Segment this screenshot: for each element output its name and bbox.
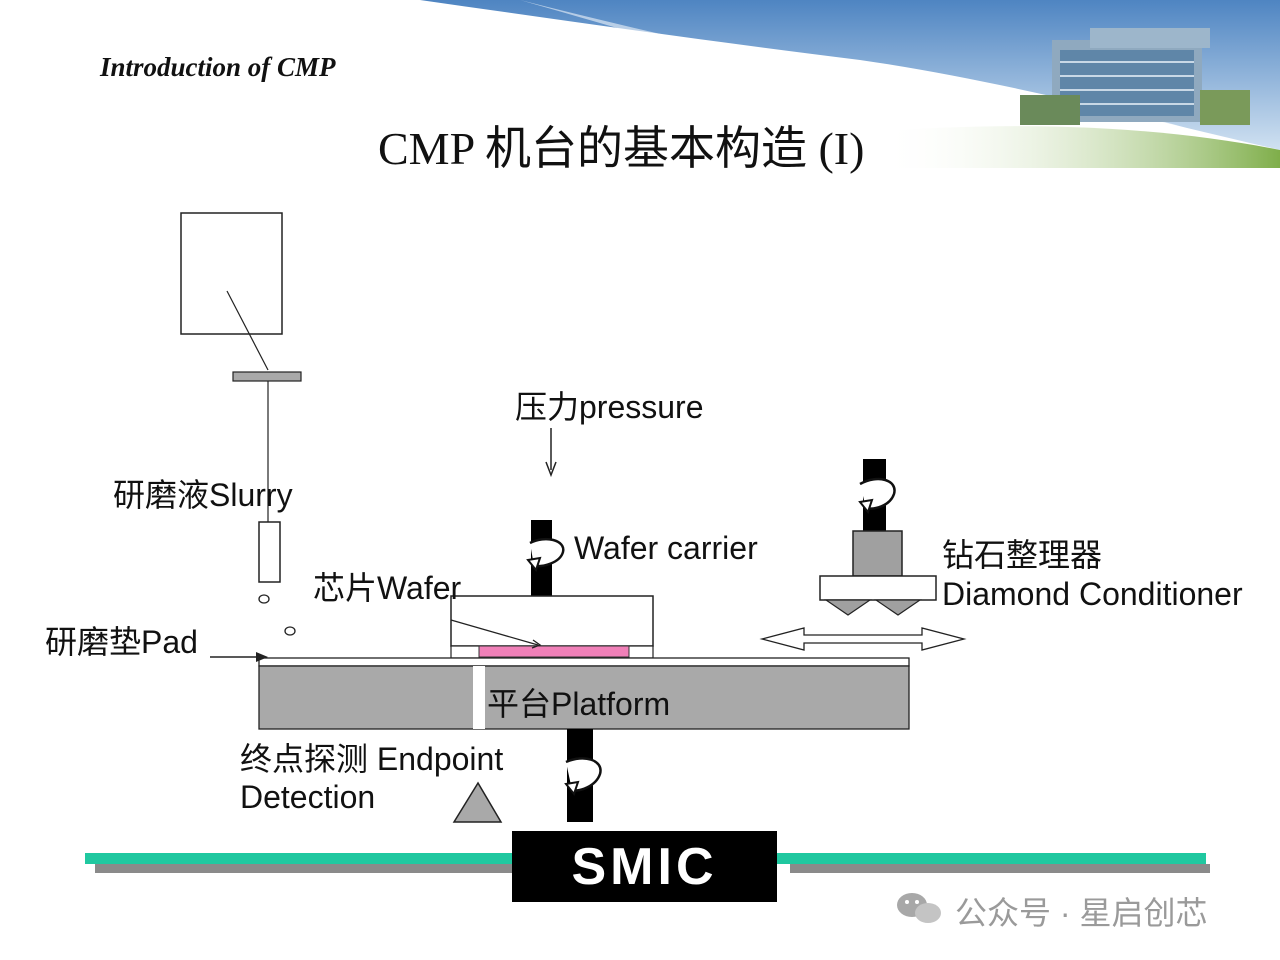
slurry-dispenser <box>180 212 302 636</box>
smic-logo-bg <box>512 831 777 902</box>
double-arrow-icon <box>759 627 967 651</box>
smic-logo: SMIC <box>571 838 718 896</box>
rotation-arrow-icon <box>564 757 602 797</box>
label-conditioner-en: Diamond Conditioner <box>942 576 1243 612</box>
wechat-icon <box>897 893 941 923</box>
label-slurry: 研磨液Slurry <box>113 477 293 513</box>
footer-bars <box>85 853 1210 873</box>
rotation-arrow-icon <box>526 537 565 573</box>
wafer-carrier <box>450 520 654 659</box>
building-image <box>1020 28 1250 125</box>
label-endpoint-line1: 终点探测 Endpoint <box>240 741 504 777</box>
platform <box>258 665 910 822</box>
section-title: Introduction of CMP <box>100 52 336 82</box>
slurry-drop <box>284 626 296 636</box>
pressure-arrow <box>545 428 557 478</box>
page-title: CMP 机台的基本构造 (I) <box>378 123 865 174</box>
label-endpoint-line2: Detection <box>240 779 376 815</box>
rotation-arrow-icon <box>858 477 896 515</box>
label-wafer-carrier: Wafer carrier <box>574 530 758 566</box>
diamond-conditioner <box>759 459 967 651</box>
label-platform: 平台Platform <box>487 686 671 722</box>
label-pad: 研磨垫Pad <box>45 624 198 660</box>
watermark-text: 公众号 · 星启创芯 <box>955 895 1208 931</box>
header-banner <box>0 0 1280 168</box>
label-pressure: 压力pressure <box>515 389 704 425</box>
endpoint-detector <box>452 781 503 823</box>
label-wafer: 芯片Wafer <box>313 570 462 606</box>
label-conditioner-cn: 钻石整理器 <box>942 537 1103 573</box>
slurry-drop <box>258 594 270 604</box>
wafer <box>478 645 630 658</box>
